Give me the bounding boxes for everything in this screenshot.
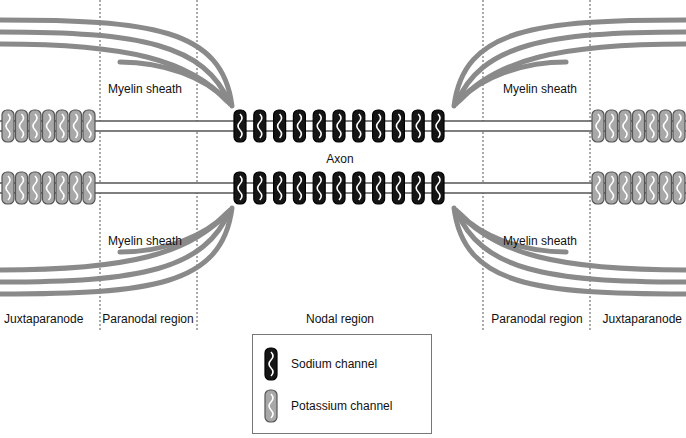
potassium-channel <box>56 172 68 204</box>
sodium-channel <box>333 110 345 142</box>
legend-box: Sodium channelPotassium channel <box>252 334 432 434</box>
sodium-channel <box>313 110 325 142</box>
sodium-channel <box>313 172 325 204</box>
potassium-channel <box>83 110 95 142</box>
myelin-layer <box>0 210 230 282</box>
region-divider <box>197 0 198 332</box>
potassium-channel <box>2 172 14 204</box>
myelin-layer <box>458 44 686 102</box>
sodium-channel <box>293 110 305 142</box>
sodium-channel <box>432 110 444 142</box>
potassium-channel <box>592 110 604 142</box>
myelin-layer <box>0 208 232 294</box>
potassium-channel <box>43 172 55 204</box>
myelin-layer <box>456 32 686 104</box>
sodium-channel <box>353 110 365 142</box>
potassium-channel <box>606 172 618 204</box>
myelin-layer <box>456 210 686 282</box>
region-label: Paranodal region <box>491 312 582 326</box>
sheath-label: Myelin sheath <box>108 234 182 248</box>
myelin-layer <box>458 212 686 270</box>
legend-text: Potassium channel <box>291 399 392 413</box>
myelin-layer <box>0 212 228 270</box>
sodium-channel <box>353 172 365 204</box>
potassium-channel <box>633 172 645 204</box>
myelin-layer <box>454 208 686 294</box>
axon-label: Axon <box>326 152 353 166</box>
sodium-channel <box>373 172 385 204</box>
legend-text: Sodium channel <box>291 357 377 371</box>
potassium-channel <box>673 110 685 142</box>
potassium-channel <box>43 110 55 142</box>
sodium-channel <box>274 172 286 204</box>
potassium-channel <box>29 172 41 204</box>
potassium-channel <box>56 110 68 142</box>
potassium-channel <box>660 110 672 142</box>
sheath-label: Myelin sheath <box>503 234 577 248</box>
myelin-layer <box>0 20 232 106</box>
region-label: Juxtaparanode <box>4 312 83 326</box>
potassium-channel <box>16 110 28 142</box>
sodium-channel <box>254 172 266 204</box>
sodium-channel <box>293 172 305 204</box>
potassium-channel <box>606 110 618 142</box>
potassium-channel <box>660 172 672 204</box>
potassium-channel <box>16 172 28 204</box>
myelin-layer <box>454 20 686 106</box>
potassium-channel <box>592 172 604 204</box>
sodium-channel <box>373 110 385 142</box>
sodium-channel <box>234 172 246 204</box>
potassium-channel <box>265 390 277 422</box>
myelin-layer <box>0 44 228 102</box>
potassium-channel <box>646 172 658 204</box>
legend-row: Sodium channel <box>263 343 421 385</box>
sodium-channel <box>412 172 424 204</box>
potassium-channel <box>83 172 95 204</box>
legend-symbol <box>263 346 279 382</box>
legend-row: Potassium channel <box>263 385 421 427</box>
sheath-label: Myelin sheath <box>108 82 182 96</box>
potassium-channel <box>646 110 658 142</box>
sodium-channel <box>432 172 444 204</box>
sodium-channel <box>333 172 345 204</box>
potassium-channel <box>673 172 685 204</box>
sodium-channel <box>254 110 266 142</box>
sodium-channel <box>265 348 277 380</box>
potassium-channel <box>70 110 82 142</box>
region-label: Nodal region <box>306 312 374 326</box>
sodium-channel <box>274 110 286 142</box>
sheath-label: Myelin sheath <box>503 82 577 96</box>
myelin-layer <box>0 32 230 104</box>
potassium-channel <box>70 172 82 204</box>
potassium-channel <box>633 110 645 142</box>
potassium-channel <box>619 110 631 142</box>
region-label: Juxtaparanode <box>603 312 682 326</box>
sodium-channel <box>392 172 404 204</box>
sodium-channel <box>234 110 246 142</box>
legend-symbol <box>263 388 279 424</box>
sodium-channel <box>412 110 424 142</box>
potassium-channel <box>29 110 41 142</box>
potassium-channel <box>2 110 14 142</box>
region-label: Paranodal region <box>102 312 193 326</box>
sodium-channel <box>392 110 404 142</box>
potassium-channel <box>619 172 631 204</box>
